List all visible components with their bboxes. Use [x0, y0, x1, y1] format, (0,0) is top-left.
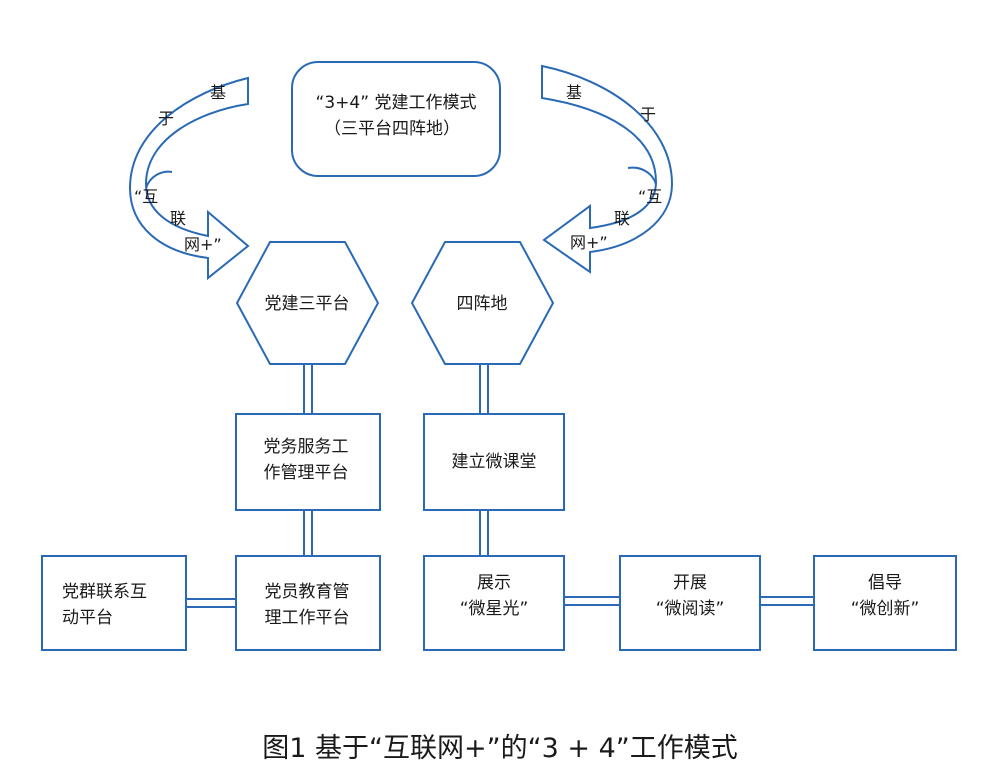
right-arrow-char-3: “互	[638, 187, 662, 206]
left-arrow-char-3: “互	[134, 187, 158, 206]
box-qunlian-shape	[41, 555, 187, 651]
box-xingguang-line1: 展示	[477, 573, 511, 593]
box-weiketang-shape	[423, 413, 565, 511]
figure-caption: 图1 基于“互联网+”的“3 + 4”工作模式	[262, 733, 737, 764]
box-yuedu-line2: “微阅读”	[656, 599, 725, 619]
box-chuangxin-line1: 倡导	[868, 573, 902, 593]
box-weiketang-label: 建立微课堂	[452, 452, 537, 472]
box-xingguang-line2: “微星光”	[460, 599, 529, 619]
left-curved-arrow	[128, 76, 250, 281]
left-arrow-char-2: 于	[158, 109, 174, 128]
hex-right-shape	[410, 241, 555, 365]
left-arrow-shape	[128, 76, 250, 281]
center-box	[291, 61, 501, 177]
right-curved-arrow	[541, 64, 674, 274]
box-service-shape	[235, 413, 381, 511]
box-yuedu-shape	[619, 555, 761, 651]
box-qunlian-line2: 动平台	[62, 608, 113, 628]
right-arrow-char-2: 于	[640, 105, 656, 124]
right-arrow-fold	[627, 166, 657, 185]
right-arrow-char-4: 联	[614, 209, 630, 228]
connector-hexright-weiketang	[479, 364, 489, 414]
box-chuangxin-line2: “微创新”	[851, 599, 920, 619]
connector-xingguang-yuedu	[564, 596, 620, 606]
center-box-line2: （三平台四阵地）	[324, 119, 460, 139]
connector-weiketang-xingguang	[479, 510, 489, 556]
box-yuedu-line1: 开展	[673, 573, 707, 593]
right-arrow-char-5: 网+”	[570, 233, 608, 252]
right-arrow-shape	[541, 64, 674, 274]
box-service-line2: 作管理平台	[264, 463, 349, 483]
left-arrow-char-5: 网+”	[184, 235, 222, 254]
box-xingguang-shape	[423, 555, 565, 651]
connector-yuedu-chuangxin	[760, 596, 814, 606]
box-qunlian-line1: 党群联系互	[62, 582, 147, 602]
hex-left-label: 党建三平台	[265, 294, 350, 314]
right-arrow-char-1: 基	[566, 83, 582, 102]
left-arrow-char-4: 联	[170, 209, 186, 228]
box-chuangxin-shape	[813, 555, 957, 651]
connector-service-jiaoyu	[303, 510, 313, 556]
hex-left-shape	[235, 241, 380, 365]
left-arrow-fold	[145, 170, 173, 189]
box-jiaoyu-line1: 党员教育管	[265, 582, 350, 602]
box-service-line1: 党务服务工	[264, 437, 349, 457]
connector-hexleft-service	[303, 364, 313, 414]
center-box-line1: “3+4” 党建工作模式	[316, 93, 477, 113]
box-jiaoyu-line2: 理工作平台	[265, 608, 350, 628]
hex-right-label: 四阵地	[457, 294, 508, 314]
left-arrow-char-1: 基	[210, 83, 226, 102]
box-jiaoyu-shape	[235, 555, 381, 651]
connector-qunlian-jiaoyu	[186, 598, 236, 608]
